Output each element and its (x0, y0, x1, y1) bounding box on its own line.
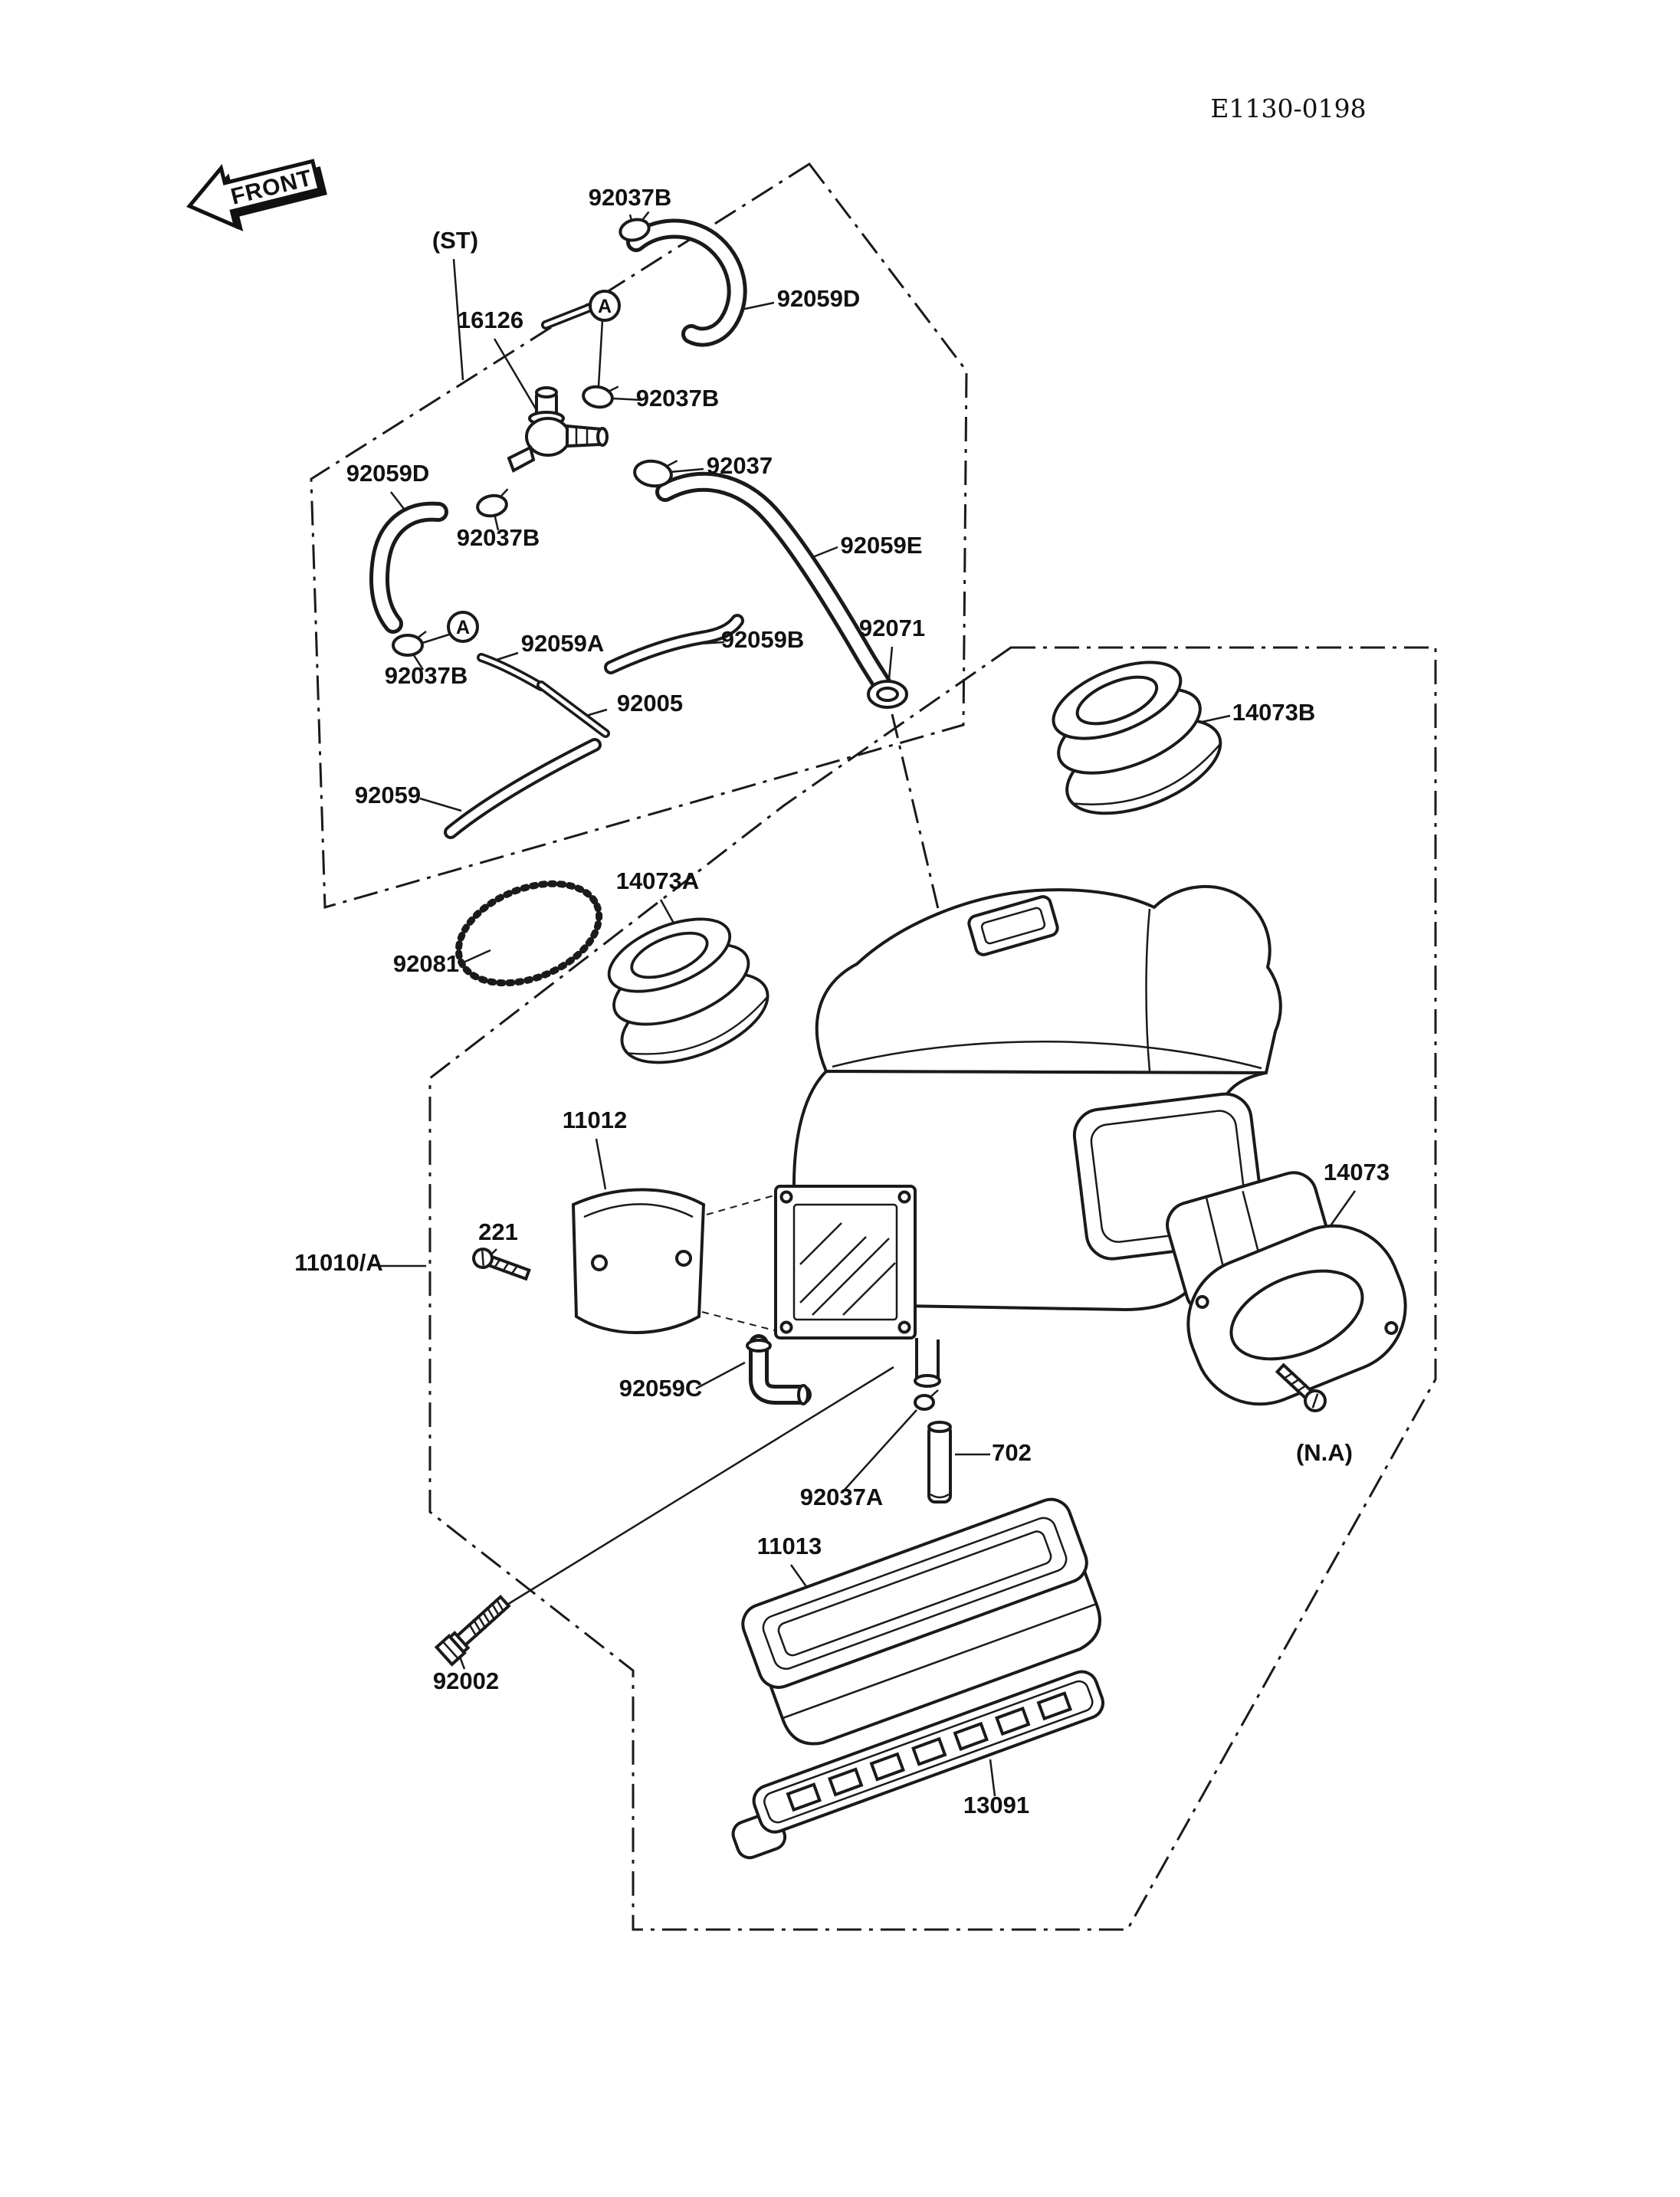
air-cleaner-housing (774, 884, 1282, 1388)
clamp-92037a (914, 1389, 939, 1411)
housing-filter-opening (774, 1185, 917, 1340)
filter-11013 (741, 1497, 1101, 1746)
duct-14073a (607, 917, 769, 1064)
clamp-92037 (633, 459, 678, 488)
part-label-92037b-4: 92037B (385, 662, 468, 689)
part-label-702: 702 (992, 1439, 1032, 1466)
front-arrow: FRONT (186, 159, 327, 231)
part-label-92037b-3: 92037B (457, 524, 540, 551)
fitting-16126 (507, 386, 609, 473)
screw-na (1275, 1362, 1327, 1412)
duct-14073b (1052, 661, 1222, 815)
part-label-92059: 92059 (355, 782, 421, 808)
part-label-92059b: 92059B (721, 626, 805, 653)
part-label-92002: 92002 (433, 1667, 499, 1694)
cover-14073 (1186, 1224, 1407, 1406)
part-label-92037: 92037 (707, 452, 773, 479)
part-label-92059c: 92059C (619, 1375, 703, 1402)
boundary-hose-group (310, 162, 968, 909)
part-label-11012: 11012 (563, 1107, 628, 1133)
projection-line-bottom (701, 1311, 775, 1331)
part-label-92037a: 92037A (800, 1484, 884, 1510)
part-label-92059d-1: 92059D (777, 285, 861, 312)
part-label-11013: 11013 (757, 1533, 822, 1559)
part-label-92037b-1: 92037B (589, 184, 672, 211)
part-label-11010a: 11010/A (294, 1249, 383, 1276)
grommet-92071 (867, 680, 908, 709)
hose-92059b (604, 614, 744, 674)
part-label-na: (N.A) (1296, 1439, 1353, 1466)
part-label-92059d-2: 92059D (346, 460, 430, 487)
part-label-92059e: 92059E (841, 532, 923, 559)
boundary-case-group (428, 646, 1437, 1931)
callout-a-1-letter: A (598, 296, 612, 317)
part-label-92005: 92005 (617, 690, 683, 716)
callout-a-1: A (589, 290, 621, 322)
plate-11012 (571, 1188, 706, 1334)
part-label-st: (ST) (432, 227, 478, 254)
part-label-14073b: 14073B (1232, 699, 1316, 726)
part-label-16126: 16126 (458, 307, 523, 333)
callout-a-2: A (447, 611, 479, 643)
clamp-92037b-3 (476, 488, 509, 518)
part-label-92071: 92071 (859, 615, 925, 641)
clamp-92037b-4 (392, 631, 427, 657)
connector-grommet-to-case (891, 713, 940, 910)
part-label-14073a: 14073A (616, 867, 700, 894)
gasket-92081 (454, 880, 603, 987)
part-label-13091: 13091 (963, 1792, 1029, 1818)
bolt-92002 (434, 1595, 511, 1667)
hose-92059d-left (369, 501, 448, 634)
clamp-92037b-2 (582, 385, 619, 409)
part-label-92037b-2: 92037B (636, 385, 720, 412)
tube-702 (927, 1421, 952, 1503)
housing-latch (967, 895, 1059, 956)
bolt-axis-line (499, 1366, 894, 1611)
housing-drain-stub (914, 1338, 941, 1388)
callout-a-2-letter: A (456, 617, 470, 638)
front-arrow-body (186, 159, 323, 230)
hose-92059 (444, 738, 602, 839)
hose-92059e (655, 471, 896, 701)
clamp-92037b-1 (619, 211, 651, 242)
part-label-92081: 92081 (393, 950, 459, 977)
projection-line-top (706, 1195, 775, 1215)
elbow-92059c (746, 1334, 812, 1405)
plate-13091 (731, 1670, 1104, 1860)
part-label-14073: 14073 (1324, 1159, 1390, 1185)
hose-segment-small (541, 300, 601, 330)
diagram-code: E1130-0198 (1210, 93, 1366, 123)
part-label-92059a: 92059A (521, 630, 605, 657)
hose-92059d-top (626, 218, 747, 347)
screw-221 (472, 1248, 531, 1281)
hose-92059a (477, 653, 546, 691)
tube-92005 (536, 680, 610, 738)
part-label-221: 221 (478, 1218, 518, 1245)
